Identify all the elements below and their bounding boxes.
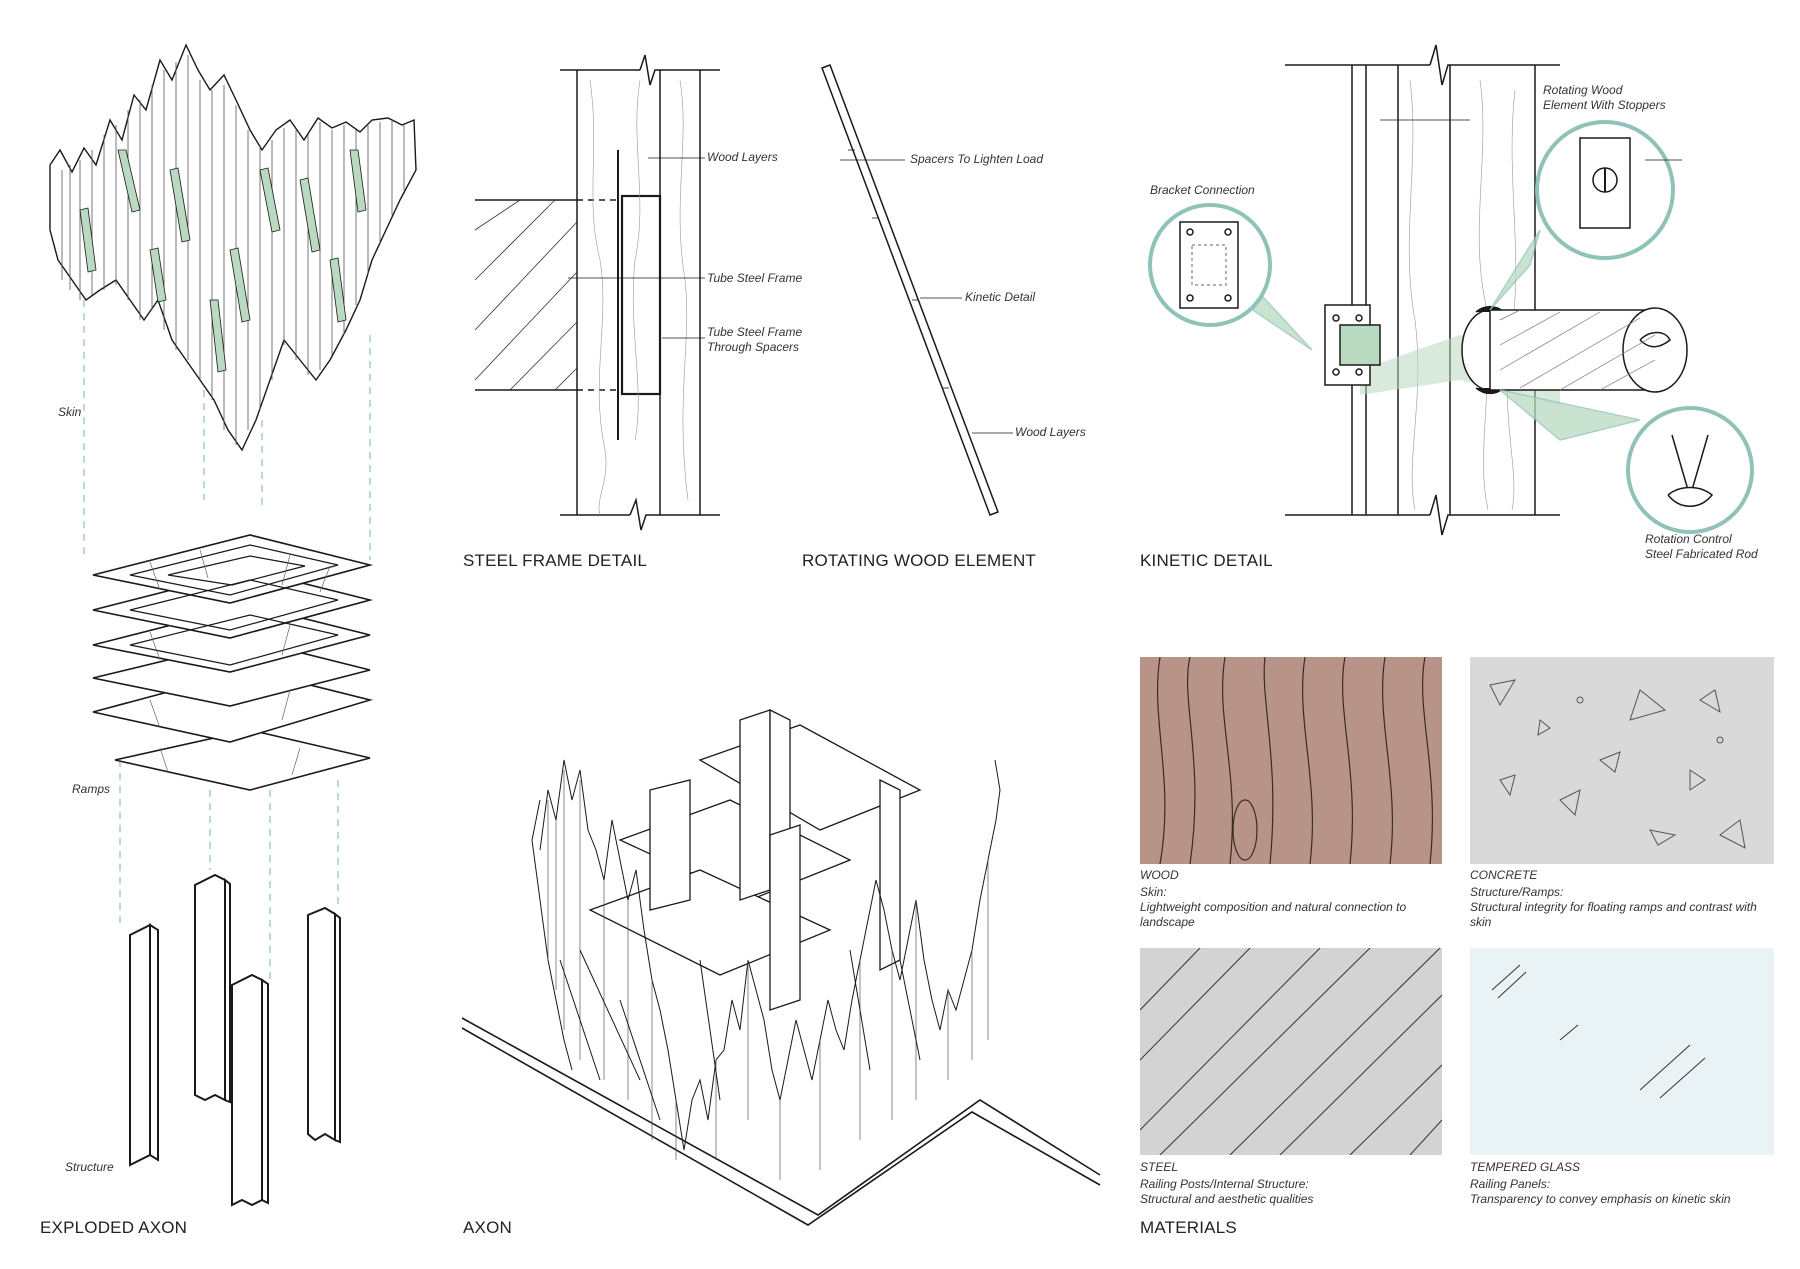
steel-frame-drawing [474, 54, 720, 531]
material-swatch-concrete [1470, 657, 1774, 864]
rotating-wood-drawing [821, 64, 1013, 516]
annotation-line: Rotating Wood [1543, 83, 1623, 97]
material-description: Structural and aesthetic qualities [1140, 1192, 1314, 1206]
material-description: Transparency to convey emphasis on kinet… [1470, 1192, 1731, 1206]
section-title-axon: AXON [463, 1218, 512, 1237]
label-ramps: Ramps [72, 782, 111, 796]
structure-diagram [129, 873, 341, 1207]
axon-diagram [461, 708, 1101, 1226]
section-title-materials: MATERIALS [1140, 1218, 1237, 1237]
material-use: Structure/Ramps: [1470, 885, 1564, 899]
annotation-line: Element With Stoppers [1543, 98, 1666, 112]
annotation-line: Through Spacers [707, 340, 800, 354]
annotation-rotation-control-rod: Rotation Control Steel Fabricated Rod [1645, 532, 1758, 562]
annotation-bracket-connection: Bracket Connection [1150, 183, 1255, 197]
annotation-tube-steel-through-spacers: Tube Steel Frame Through Spacers [707, 325, 802, 355]
material-steel-text: STEEL Railing Posts/Internal Structure: … [1140, 1160, 1445, 1207]
annotation-wood-layers: Wood Layers [707, 150, 778, 164]
material-use: Skin: [1140, 885, 1167, 899]
kinetic-detail-drawing [1148, 44, 1754, 536]
label-structure: Structure [65, 1160, 114, 1174]
material-wood-text: WOOD Skin: Lightweight composition and n… [1140, 868, 1445, 930]
section-title-steel-frame-detail: STEEL FRAME DETAIL [463, 551, 648, 570]
annotation-spacers: Spacers To Lighten Load [910, 152, 1043, 166]
projection-lines [83, 300, 371, 985]
material-description: Lightweight composition and natural conn… [1140, 900, 1407, 929]
material-name: TEMPERED GLASS [1470, 1160, 1581, 1174]
annotation-rotating-wood-stoppers: Rotating Wood Element With Stoppers [1543, 83, 1666, 113]
annotation-line: Tube Steel Frame [707, 325, 803, 339]
material-use: Railing Panels: [1470, 1177, 1551, 1191]
annotation-tube-steel-frame: Tube Steel Frame [707, 271, 803, 285]
material-use: Railing Posts/Internal Structure: [1140, 1177, 1309, 1191]
material-name: STEEL [1140, 1160, 1179, 1174]
material-name: WOOD [1140, 868, 1179, 882]
annotation-line: Steel Fabricated Rod [1645, 547, 1758, 561]
label-skin: Skin [58, 405, 82, 419]
material-swatch-wood [1140, 657, 1442, 864]
material-description: Structural integrity for floating ramps … [1470, 900, 1757, 929]
material-glass-text: TEMPERED GLASS Railing Panels: Transpare… [1470, 1160, 1775, 1207]
material-swatch-glass [1470, 948, 1774, 1155]
section-title-kinetic-detail: KINETIC DETAIL [1140, 551, 1273, 570]
section-title-exploded-axon: EXPLODED AXON [40, 1218, 188, 1237]
annotation-line: Rotation Control [1645, 532, 1732, 546]
ramps-diagram [92, 534, 374, 791]
skin-diagram [49, 43, 417, 452]
material-swatch-steel [1140, 948, 1442, 1155]
annotation-wood-layers-rotating: Wood Layers [1015, 425, 1086, 439]
material-name: CONCRETE [1470, 868, 1538, 882]
annotation-kinetic-detail: Kinetic Detail [965, 290, 1036, 304]
material-concrete-text: CONCRETE Structure/Ramps: Structural int… [1470, 868, 1775, 930]
section-title-rotating-wood-element: ROTATING WOOD ELEMENT [802, 551, 1037, 570]
